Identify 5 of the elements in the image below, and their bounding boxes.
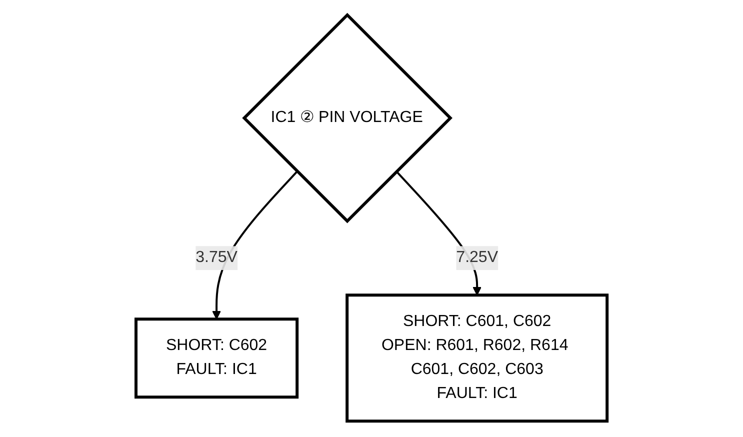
node-box: SHORT: C602 FAULT: IC1 [134, 318, 299, 400]
edge-label: 3.75V [196, 250, 238, 267]
node-diamond: IC1 ② PIN VOLTAGE [242, 13, 452, 224]
edge-label: 7.25V [456, 250, 498, 267]
node-box: SHORT: C601, C602 OPEN: R601, R602, R614 C601, C602, C603 FAULT: IC1 [346, 294, 609, 424]
